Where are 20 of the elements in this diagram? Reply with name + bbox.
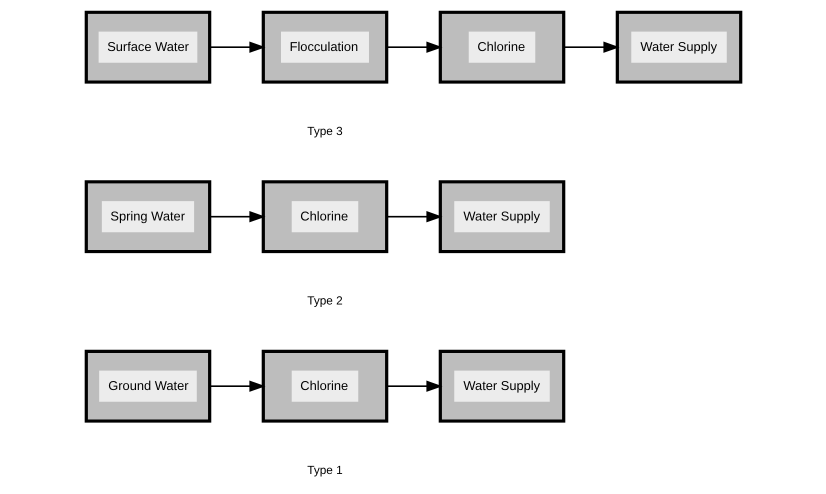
arrow	[563, 42, 620, 53]
node-box: Surface Water	[84, 10, 211, 84]
arrow	[386, 42, 442, 53]
node-box: Water Supply	[438, 350, 565, 423]
node-box: Chlorine	[438, 10, 565, 84]
node-box: Chlorine	[261, 350, 388, 423]
node-box: Water Supply	[438, 180, 565, 254]
node-box: Flocculation	[261, 10, 388, 84]
label: Type 2	[306, 293, 342, 308]
node-box: Chlorine	[261, 180, 388, 254]
arrow	[386, 211, 442, 222]
label: Type 3	[306, 124, 342, 138]
node-box: Water Supply	[615, 10, 742, 84]
arrow	[209, 42, 265, 53]
node-box: Ground Water	[84, 350, 211, 423]
arrow	[386, 380, 442, 392]
node-box: Spring Water	[84, 180, 211, 254]
arrow	[209, 380, 265, 392]
arrow	[209, 211, 265, 222]
label: Type 1	[306, 462, 342, 477]
